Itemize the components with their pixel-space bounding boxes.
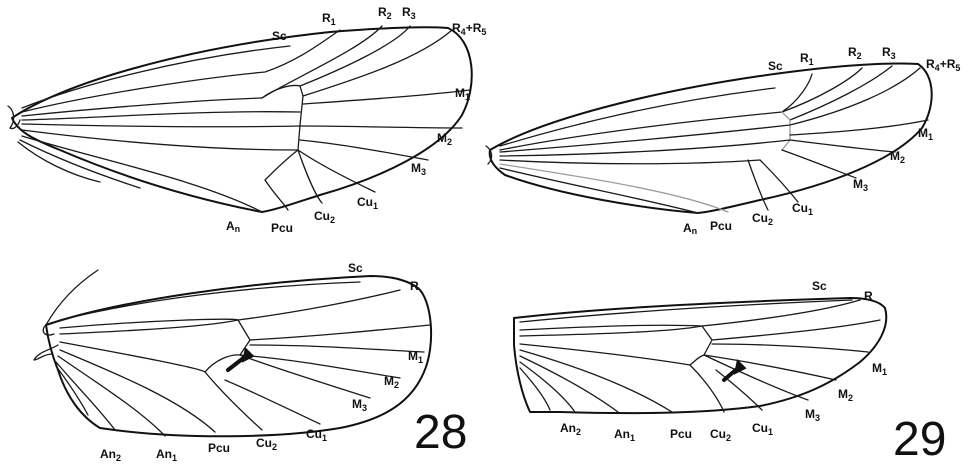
hindwing-28-label-an1: An1 <box>156 447 177 463</box>
forewing-29-label-sc: Sc <box>768 59 783 73</box>
hindwing-29-r-ext <box>712 320 880 340</box>
forewing-28-r-stem <box>22 98 262 116</box>
hindwing-29-label-an1: An1 <box>614 427 635 443</box>
forewing-29-m1-vein <box>790 120 928 135</box>
hindwing-28-sc-vein <box>60 282 360 320</box>
hindwing-28-label-an2: An2 <box>100 447 121 463</box>
hindwing-29 <box>514 298 886 413</box>
forewing-29-m3-vein <box>782 150 856 178</box>
forewing-28-m1-vein <box>303 90 470 104</box>
forewing-28-label-m2: M2 <box>437 131 452 147</box>
forewing-28-an-vein <box>22 136 262 212</box>
hindwing-28-r-ext <box>250 325 430 340</box>
hindwing-29-sc-vein <box>520 300 852 322</box>
hindwing-28-label-m3: M3 <box>352 397 367 413</box>
forewing-28-m-stem <box>22 124 300 127</box>
forewing-29-label-cu1: Cu1 <box>792 201 813 217</box>
forewing-28-label-m1: M1 <box>455 86 470 102</box>
figure-number-28: 28 <box>414 406 467 459</box>
forewing-28-cell <box>262 86 303 181</box>
forewing-29-label-pcu: Pcu <box>710 219 732 233</box>
hindwing-29-label-m2: M2 <box>838 387 853 403</box>
figure-number-29: 29 <box>893 413 946 466</box>
forewing-28-cu-stem <box>22 130 298 150</box>
forewing-29-label-m3: M3 <box>853 177 868 193</box>
hindwing-28 <box>34 270 431 436</box>
forewing-29-label-r1: R1 <box>800 51 814 67</box>
hindwing-29-label-sc: Sc <box>812 279 827 293</box>
forewing-29-label-r3: R3 <box>882 45 896 61</box>
hindwing-29-cu-stem <box>520 344 704 365</box>
hindwing-29-an3-vein <box>520 368 550 410</box>
forewing-28 <box>8 26 472 212</box>
hindwing-29-label-m1: M1 <box>872 361 887 377</box>
forewing-28-outline <box>12 27 472 212</box>
forewing-29-label-r2: R2 <box>848 45 862 61</box>
hindwing-28-m2-vein <box>240 355 400 378</box>
forewing-28-pcu-vein <box>265 180 288 210</box>
hindwing-28-an2-vein <box>56 362 115 430</box>
hindwing-28-label-sc: Sc <box>348 261 363 275</box>
hindwing-28-cu-stem <box>60 342 240 372</box>
forewing-28-label-r2: R2 <box>378 5 392 21</box>
hindwing-29-outline <box>514 298 886 413</box>
hindwing-29-cu1-vein <box>716 370 762 410</box>
hindwing-28-m1-vein <box>250 345 424 352</box>
forewing-28-cu1-vein <box>298 150 375 192</box>
forewing-29-label-m2: M2 <box>890 149 905 165</box>
forewing-28-label-pcu: Pcu <box>271 221 293 235</box>
hindwing-28-cu2-vein <box>205 372 262 430</box>
forewing-29-cu-stem <box>500 160 760 164</box>
hindwing-29-label-r: R <box>864 289 873 303</box>
forewing-29-label-r45: R4+R5 <box>926 57 960 73</box>
forewing-28-r1-vein <box>22 30 340 112</box>
forewing-29-label-cu2: Cu2 <box>752 211 773 227</box>
forewing-29-r45-vein <box>790 68 920 125</box>
hindwing-28-label-cu2: Cu2 <box>256 436 277 452</box>
forewing-28-label-cu2: Cu2 <box>314 209 335 225</box>
hindwing-28-m3-vein <box>240 355 370 398</box>
hindwing-29-m3-vein <box>704 355 808 400</box>
forewing-28-label-an: An <box>226 219 240 234</box>
forewing-29-r2-vein <box>782 68 862 112</box>
hindwing-28-label-m2: M2 <box>384 374 399 390</box>
forewing-28-label-r1: R1 <box>322 11 336 27</box>
hindwing-28-an1-vein <box>58 356 165 436</box>
hindwing-29-label-pcu: Pcu <box>670 427 692 441</box>
forewing-28-m3-vein <box>300 140 428 160</box>
forewing-28-label-cu1: Cu1 <box>357 195 378 211</box>
hindwing-29-m1-vein <box>712 344 868 352</box>
forewing-28-m2-vein <box>300 126 462 128</box>
forewing-28-label-r3: R3 <box>402 5 416 21</box>
hindwing-29-label-m3: M3 <box>805 407 820 423</box>
hindwing-29-arrowhead-icon <box>736 362 744 372</box>
forewing-28-extra <box>22 112 300 120</box>
hindwing-29-label-an2: An2 <box>560 421 581 437</box>
hindwing-29-label-cu1: Cu1 <box>752 421 773 437</box>
hindwing-29-cell-upper <box>520 326 712 355</box>
hindwing-28-pcu-vein <box>60 350 215 432</box>
hindwing-28-label-pcu: Pcu <box>208 441 230 455</box>
forewing-29-an-vein <box>500 168 698 213</box>
forewing-29-r-stem <box>500 125 790 152</box>
hindwing-29-label-cu2: Cu2 <box>710 427 731 443</box>
hindwing-28-outline <box>46 276 431 436</box>
forewing-28-label-r45: R4+R5 <box>452 21 486 37</box>
forewing-29-label-m1: M1 <box>918 126 933 142</box>
forewing-29-label-an: An <box>683 221 697 236</box>
forewing-28-label-m3: M3 <box>411 161 426 177</box>
forewing-29-r3-vein <box>790 66 892 120</box>
hindwing-28-cu1-vein <box>225 380 320 424</box>
forewing-28-label-sc: Sc <box>272 29 287 43</box>
forewing-29-m2-vein <box>790 140 895 152</box>
forewing-29-pcu-vein <box>500 164 728 212</box>
forewing-29-cell <box>782 112 790 150</box>
forewing-28-base <box>8 106 20 129</box>
hindwing-28-label-r: R <box>410 279 419 293</box>
forewing-28-r3-vein <box>300 26 410 86</box>
